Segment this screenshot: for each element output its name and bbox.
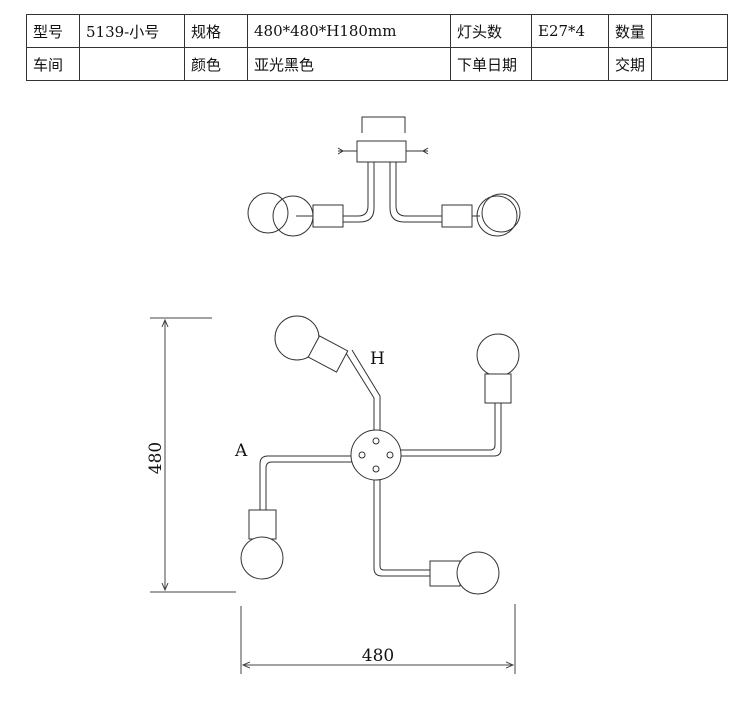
socket-upper-right bbox=[484, 373, 512, 404]
central-canopy bbox=[350, 429, 402, 481]
ceiling-mount-bracket bbox=[361, 116, 406, 133]
side-view bbox=[247, 116, 521, 237]
workshop-value bbox=[79, 47, 185, 81]
canopy-hole-top bbox=[372, 437, 380, 445]
spec-row-1: 型号 5139-小号 规格 480*480*H180mm 灯头数 E27*4 数… bbox=[26, 14, 729, 48]
bulb-lower-right bbox=[456, 551, 500, 595]
spec-table: 型号 5139-小号 规格 480*480*H180mm 灯头数 E27*4 数… bbox=[26, 14, 729, 81]
label-a: A bbox=[234, 441, 248, 461]
arm-right-inner bbox=[389, 162, 442, 223]
canopy-hole-bottom bbox=[372, 465, 380, 473]
bulb-left-front bbox=[272, 195, 314, 237]
delivery-label: 交期 bbox=[607, 47, 653, 81]
canopy-hole-left bbox=[358, 451, 366, 459]
arm-right-outer bbox=[395, 162, 442, 217]
spec-value: 480*480*H180mm bbox=[247, 14, 451, 48]
qty-value bbox=[651, 14, 729, 48]
order-date-label: 下单日期 bbox=[450, 47, 532, 81]
bulb-right-back bbox=[481, 193, 521, 233]
arm-upper-left-b bbox=[351, 349, 381, 432]
arm-upper-right-b bbox=[398, 402, 502, 457]
socket-right bbox=[441, 204, 473, 228]
delivery-value bbox=[651, 47, 729, 81]
arm-lower-right-b bbox=[379, 478, 430, 571]
qty-label: 数量 bbox=[607, 14, 653, 48]
label-h: H bbox=[370, 349, 385, 369]
socket-lower-left bbox=[248, 509, 277, 540]
bulb-lower-left bbox=[240, 536, 284, 580]
arm-lower-left-b bbox=[265, 461, 352, 510]
arm-upper-right-a bbox=[398, 402, 496, 451]
socket-left bbox=[312, 204, 344, 228]
socket-lower-right bbox=[429, 560, 461, 587]
arm-left-outer bbox=[343, 162, 369, 217]
model-label: 型号 bbox=[26, 14, 80, 48]
arm-lower-left-a bbox=[259, 455, 352, 510]
order-date-value bbox=[531, 47, 609, 81]
arm-upper-left-a bbox=[345, 352, 375, 432]
height-dimension: 480 bbox=[146, 317, 236, 593]
dim-width-value: 480 bbox=[362, 646, 394, 666]
bulb-upper-right bbox=[476, 333, 520, 377]
dim-height-value: 480 bbox=[146, 442, 166, 474]
arm-left-inner bbox=[343, 162, 375, 223]
model-value: 5139-小号 bbox=[79, 14, 185, 48]
spec-row-2: 车间 颜色 亚光黑色 下单日期 交期 bbox=[26, 47, 729, 81]
canopy-box bbox=[356, 140, 407, 163]
color-label: 颜色 bbox=[184, 47, 248, 81]
color-value: 亚光黑色 bbox=[247, 47, 451, 81]
top-view: H A bbox=[234, 315, 520, 595]
arm-lower-right-a bbox=[373, 478, 430, 577]
width-dimension: 480 bbox=[240, 604, 516, 674]
socket-upper-left bbox=[307, 335, 349, 373]
bulb-left-back bbox=[247, 192, 289, 234]
canopy-hole-right bbox=[386, 451, 394, 459]
bulb-right-front bbox=[476, 195, 518, 237]
